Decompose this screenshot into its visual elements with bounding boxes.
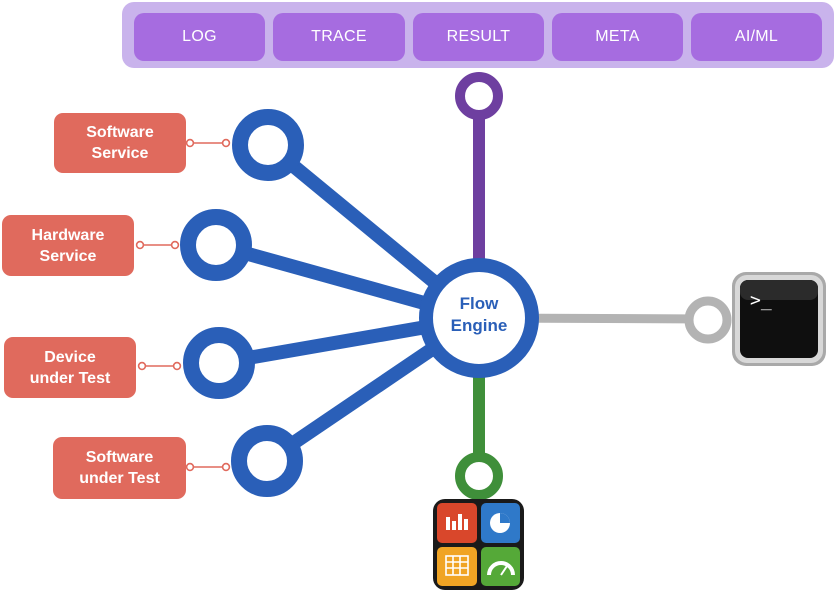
table-icon: [445, 555, 469, 576]
port-device-under-test[interactable]: [183, 327, 255, 399]
port-top-purple[interactable]: [455, 72, 503, 120]
tag-trace[interactable]: TRACE: [273, 13, 405, 61]
port-software-service[interactable]: [232, 109, 304, 181]
port-rings: [180, 72, 732, 500]
gauge-icon: [487, 561, 515, 576]
port-software-under-test[interactable]: [231, 425, 303, 497]
tag-log[interactable]: LOG: [134, 13, 265, 61]
output-tag-bar: LOG TRACE RESULT META AI/ML: [122, 2, 834, 68]
port-bottom-green[interactable]: [455, 452, 503, 500]
port-right-gray[interactable]: [684, 296, 732, 344]
tag-result[interactable]: RESULT: [413, 13, 544, 61]
bar-chart-icon: [446, 514, 468, 530]
source-connectors: [135, 138, 231, 472]
port-hardware-service[interactable]: [180, 209, 252, 281]
tag-ai-ml[interactable]: AI/ML: [691, 13, 822, 61]
flow-engine-label: Flow Engine: [450, 294, 508, 335]
terminal-prompt: >_: [750, 290, 772, 311]
flow-engine-hub[interactable]: [419, 258, 539, 378]
tag-meta[interactable]: META: [552, 13, 683, 61]
terminal-icon[interactable]: >_: [732, 272, 826, 366]
pie-chart-icon: [490, 513, 510, 533]
dashboard-puzzle-icon[interactable]: [433, 499, 524, 590]
